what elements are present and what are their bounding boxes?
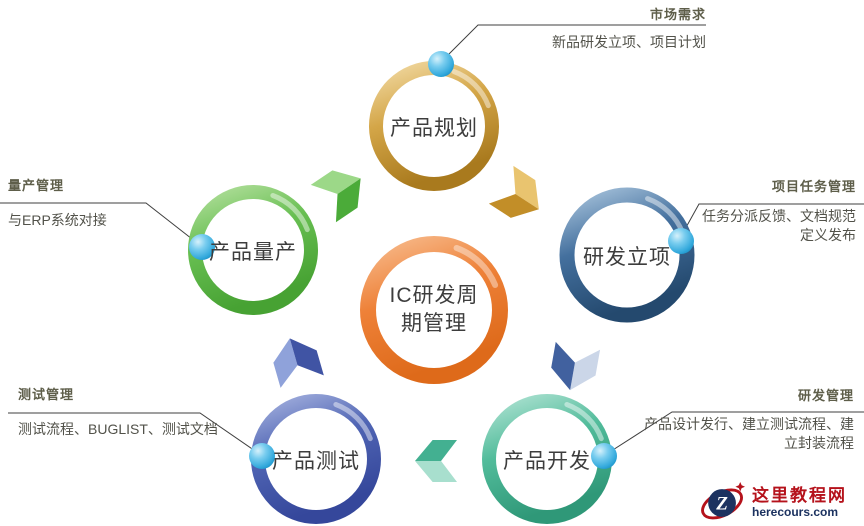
node-ring-center [360,236,508,384]
callout-line: 测试流程、BUGLIST、测试文档 [18,421,218,437]
callout-test-management-title: 测试管理 [18,387,75,402]
flow-arrow-testing-to-production [273,338,324,388]
center-label-line-1: IC研发周 [389,284,479,307]
logo-letter: Z [715,494,728,515]
center-label-line-2: 期管理 [401,312,467,335]
callout-rd-management-body: 产品设计发行、建立测试流程、建 立封装流程 [644,415,854,453]
watermark: Z 这里教程网 herecours.com [699,480,864,526]
callout-line: 立封装流程 [784,435,854,451]
flow-arrow-production-to-planning [310,170,361,223]
site-domain: herecours.com [752,504,839,519]
flow-arrow-development-to-testing [415,440,457,482]
node-label-rd-project-initiation: 研发立项 [583,246,671,269]
node-label-product-development: 产品开发 [503,450,591,473]
site-logo-icon: Z [701,481,745,520]
watermark-text: 这里教程网 herecours.com [752,486,847,519]
connector-market-demand [442,24,706,61]
flow-arrow-initiation-to-development [551,341,601,391]
dot-product-testing [249,443,275,469]
connector-dots [189,51,694,469]
callout-connector-lines [0,24,864,456]
callout-line: 任务分派反馈、文档规范 [702,208,856,224]
connector-production-management [0,202,202,247]
dot-product-development [591,443,617,469]
callout-line: 新品研发立项、项目计划 [552,34,706,50]
connector-rd-management [604,411,864,456]
callout-market-demand-body: 新品研发立项、项目计划 [552,33,706,52]
callout-test-management-body: 测试流程、BUGLIST、测试文档 [18,420,218,439]
node-label-product-planning: 产品规划 [390,117,478,140]
dot-product-mass-production [189,234,215,260]
callout-rd-management-title: 研发管理 [797,388,854,403]
site-name: 这里教程网 [752,486,847,506]
callout-production-management-title: 量产管理 [8,178,65,193]
logo-sparkle [735,481,745,492]
callout-project-task-body: 任务分派反馈、文档规范 定义发布 [702,207,856,245]
node-label-center: IC研发周 期管理 [354,282,514,338]
dot-rd-project-initiation [668,228,694,254]
callout-line: 定义发布 [800,227,856,243]
flow-arrow-planning-to-initiation [488,165,539,218]
node-label-product-testing: 产品测试 [272,450,360,473]
callout-line: 产品设计发行、建立测试流程、建 [644,416,854,432]
node-label-product-mass-production: 产品量产 [209,241,297,264]
callout-production-management-body: 与ERP系统对接 [8,211,107,230]
callout-line: 与ERP系统对接 [8,212,107,228]
callout-project-task-title: 项目任务管理 [771,179,856,194]
node-ring-rd-project-initiation [559,187,695,323]
connector-test-management [8,412,262,456]
callout-market-demand-title: 市场需求 [649,7,706,22]
dot-product-planning [428,51,454,77]
